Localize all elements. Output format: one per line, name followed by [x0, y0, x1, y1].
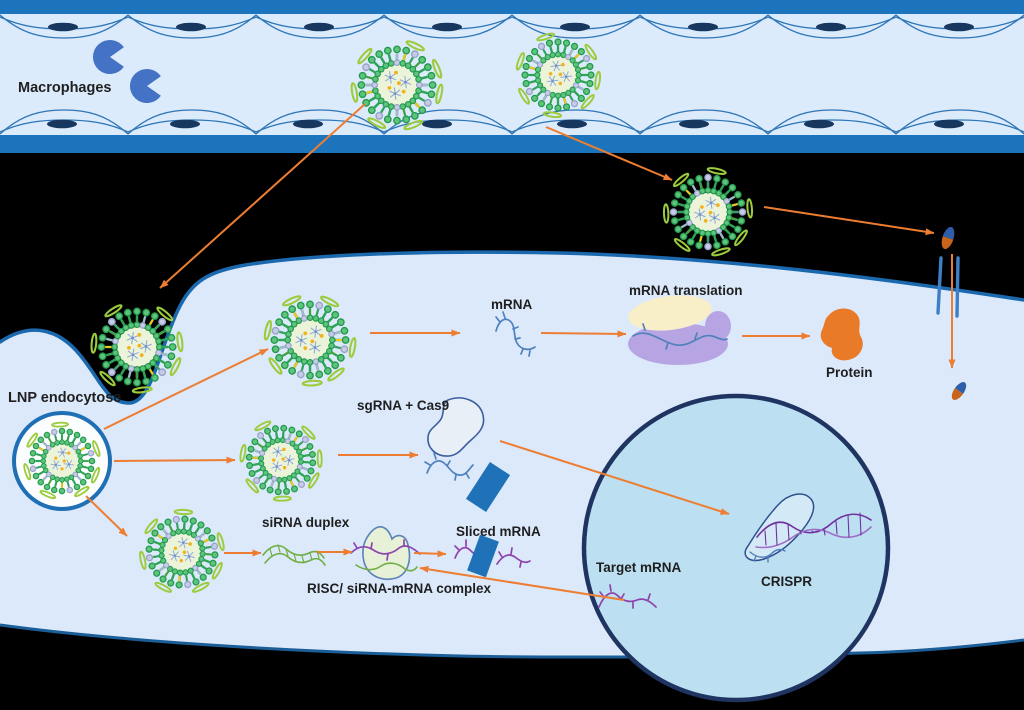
risc-complex-icon — [350, 526, 421, 580]
capsule-icon — [951, 382, 967, 400]
cas9-icon — [427, 397, 485, 457]
cell-membrane-bottom — [0, 623, 1024, 659]
flow-arrow — [113, 456, 236, 464]
flow-arrow — [103, 348, 269, 430]
endothelial-nucleus — [422, 119, 452, 129]
sirna-rungs — [269, 544, 320, 564]
mrna-icon — [495, 311, 536, 357]
capsule-icon — [941, 226, 955, 250]
label-target-mrna: Target mRNA — [596, 560, 682, 575]
protein-icon — [820, 308, 863, 361]
macrophage-icon — [129, 69, 161, 103]
label-sliced-mrna: Sliced mRNA — [456, 524, 541, 539]
sirna-strand — [264, 552, 326, 566]
endothelial-nucleus — [944, 22, 974, 32]
dna-helix-rungs — [764, 512, 862, 546]
mrna-strand-purple — [350, 539, 421, 561]
endothelial-nucleus — [432, 22, 462, 32]
endothelium-boundary — [0, 14, 1024, 39]
mrna-fragment — [454, 539, 481, 559]
cas9-complex — [424, 397, 511, 512]
ribosome-large-subunit — [628, 323, 728, 365]
label-sgrna-cas9: sgRNA + Cas9 — [357, 398, 450, 413]
mrna-strand — [632, 323, 728, 350]
flow-arrow — [499, 440, 730, 515]
label-crispr: CRISPR — [761, 574, 813, 589]
sirna-strand-green — [355, 562, 418, 572]
label-risc-complex: RISC/ siRNA-mRNA complex — [307, 581, 492, 596]
blood-vessel — [0, 0, 1024, 153]
vessel-wall-top — [0, 0, 1024, 14]
endothelial-nucleus — [804, 119, 834, 129]
target-mrna-icon — [598, 584, 657, 609]
endothelial-nucleus — [48, 22, 78, 32]
dna-segment-icon — [467, 534, 499, 578]
endothelial-nucleus — [176, 22, 206, 32]
crispr-nucleus-circle — [581, 393, 891, 703]
label-lnp-endocytose: LNP endocytose — [8, 390, 122, 406]
ribosome-icon — [628, 295, 731, 365]
endothelial-nucleus — [47, 119, 77, 129]
flow-arrow — [85, 495, 128, 537]
sgrna-icon — [424, 452, 474, 481]
cell-membrane-top — [0, 250, 1024, 405]
endothelial-nucleus — [688, 22, 718, 32]
flow-arrow — [413, 550, 447, 558]
endothelium-pattern — [0, 14, 1024, 135]
label-mrna: mRNA — [491, 297, 533, 312]
label-macrophages: Macrophages — [18, 80, 112, 96]
flow-arrow — [540, 330, 627, 338]
macrophage-icons — [92, 40, 161, 103]
mrna-fragment — [496, 547, 531, 568]
label-mrna-translation: mRNA translation — [629, 283, 743, 298]
ribosome-small-subunit — [628, 295, 712, 331]
endothelium-boundary — [0, 109, 1024, 135]
endothelial-nucleus — [293, 119, 323, 129]
dna-helix-strand — [755, 526, 872, 549]
vessel-wall-bottom — [0, 135, 1024, 153]
sgrna-icon — [749, 548, 786, 563]
membrane-receptor — [936, 226, 967, 400]
endothelial-nucleus — [679, 119, 709, 129]
sliced-mrna-icon — [454, 534, 531, 578]
endothelial-nucleus — [304, 22, 334, 32]
endothelial-nucleus — [934, 119, 964, 129]
receptor-bar — [955, 256, 960, 318]
vessel-lumen — [0, 13, 1024, 136]
receptor-bar — [936, 256, 943, 315]
dna-segment-icon — [465, 462, 511, 512]
label-protein: Protein — [826, 365, 873, 380]
flow-arrow — [159, 103, 366, 289]
label-sirna-duplex: siRNA duplex — [262, 515, 350, 530]
crispr-complex-icon — [744, 493, 872, 563]
endothelial-nucleus — [170, 119, 200, 129]
flow-arrows — [85, 103, 956, 601]
endothelial-nucleus — [816, 22, 846, 32]
cas9-body — [744, 493, 815, 562]
flow-arrow — [763, 206, 935, 236]
flow-arrow — [419, 565, 625, 601]
endothelial-nucleus — [560, 22, 590, 32]
macrophage-icon — [92, 40, 124, 74]
ribosome-lobe — [705, 311, 731, 341]
endothelial-nucleus — [557, 119, 587, 129]
flow-arrow — [545, 126, 673, 181]
